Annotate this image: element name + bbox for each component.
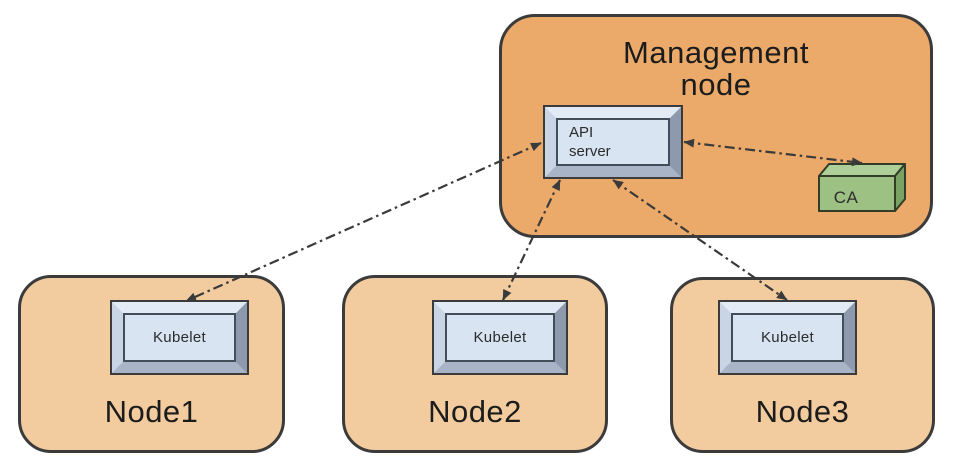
node1-label: Node1: [104, 394, 199, 429]
management-node-label: Management node: [623, 35, 809, 102]
kubelet-box-node3: Kubelet: [718, 300, 857, 375]
kubelet-box-node1: Kubelet: [110, 300, 249, 375]
node3-label: Node3: [755, 394, 850, 429]
api-server-label: API server: [569, 124, 611, 160]
node2-label: Node2: [428, 394, 522, 429]
kubelet-label-node2: Kubelet: [473, 329, 527, 346]
kubelet-box-node2: Kubelet: [432, 300, 568, 375]
kubelet-label-node3: Kubelet: [761, 329, 814, 346]
api-server-box: API server: [543, 105, 683, 179]
kubelet-label-node1: Kubelet: [153, 329, 206, 346]
